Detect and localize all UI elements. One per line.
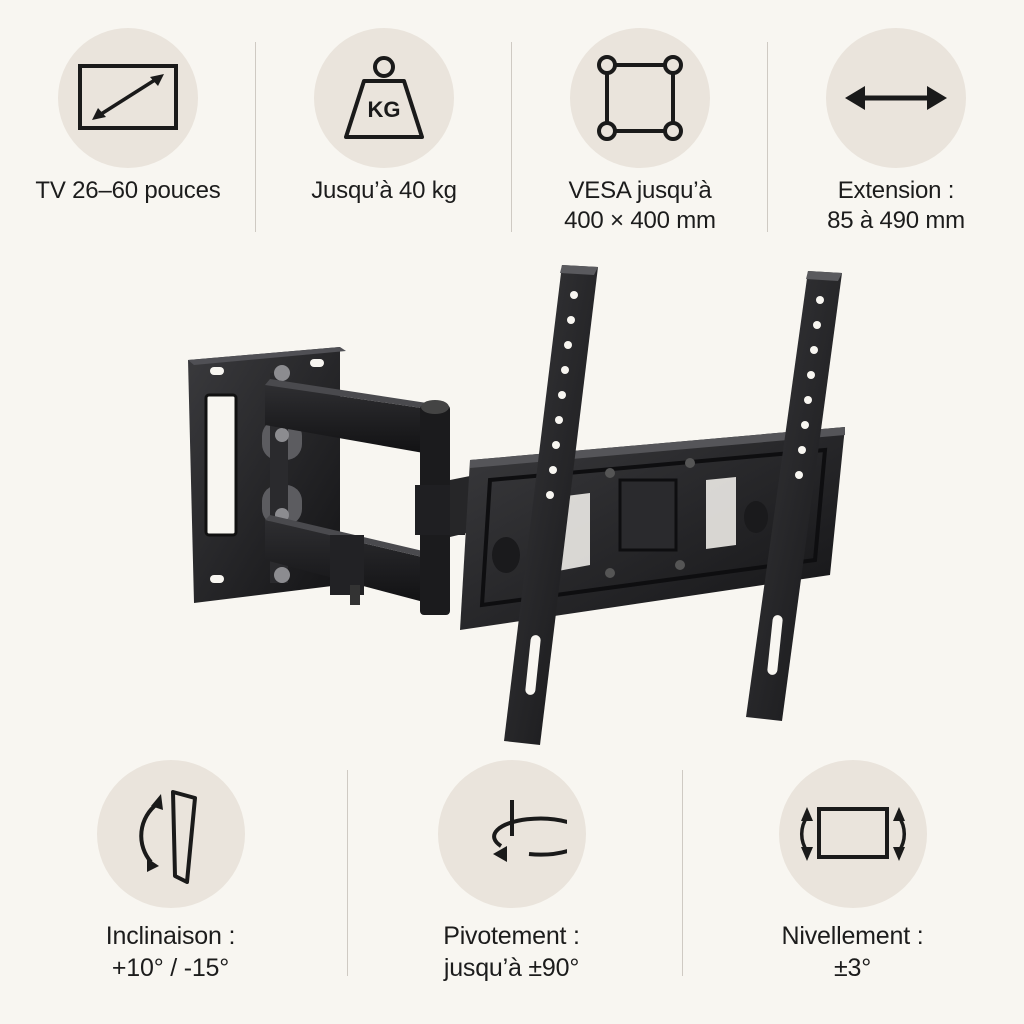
tv-wall-mount-image bbox=[170, 255, 870, 755]
extension-arrow-icon bbox=[845, 86, 947, 110]
feature-label: Extension : 85 à 490 mm bbox=[827, 176, 965, 236]
feature-leveling: Nivellement : ±3° bbox=[682, 756, 1023, 996]
feature-line1: Nivellement : bbox=[781, 922, 924, 950]
feature-tv-size: TV 26–60 pouces bbox=[0, 28, 256, 248]
feature-weight: KG Jusqu’à 40 kg bbox=[255, 28, 512, 248]
column-divider bbox=[682, 770, 683, 976]
weight-kg-text: KG bbox=[368, 97, 401, 122]
feature-line2: 85 à 490 mm bbox=[827, 207, 965, 234]
feature-vesa: VESA jusqu’à 400 × 400 mm bbox=[511, 28, 768, 248]
vesa-icon-circle bbox=[570, 28, 710, 168]
swivel-icon-circle bbox=[437, 760, 586, 908]
features-bottom-row: Inclinaison : +10° / -15° Pivotement : j… bbox=[0, 756, 1024, 996]
feature-line2: 400 × 400 mm bbox=[564, 207, 716, 234]
left-vertical-bracket bbox=[504, 265, 598, 745]
feature-tilt: Inclinaison : +10° / -15° bbox=[0, 756, 341, 996]
features-top-row: TV 26–60 pouces KG Jusqu’à 40 kg bbox=[0, 28, 1024, 248]
weight-kg-icon: KG bbox=[344, 56, 424, 139]
column-divider bbox=[511, 42, 512, 232]
tv-size-icon bbox=[78, 64, 178, 130]
feature-line1: Pivotement : bbox=[443, 922, 580, 950]
weight-icon-circle: KG bbox=[314, 28, 454, 168]
feature-line2: +10° / -15° bbox=[111, 954, 230, 982]
column-divider bbox=[767, 42, 768, 232]
feature-label: Inclinaison : +10° / -15° bbox=[105, 920, 236, 984]
feature-label: Jusqu’à 40 kg bbox=[311, 176, 457, 206]
tv-size-icon-circle bbox=[58, 28, 198, 168]
extension-icon-circle bbox=[826, 28, 966, 168]
feature-line1: Jusqu’à 40 kg bbox=[311, 177, 457, 204]
feature-swivel: Pivotement : jusqu’à ±90° bbox=[341, 756, 682, 996]
feature-line2: ±3° bbox=[833, 954, 872, 982]
tilt-icon-circle bbox=[96, 760, 245, 908]
feature-label: Pivotement : jusqu’à ±90° bbox=[443, 920, 580, 984]
column-divider bbox=[255, 42, 256, 232]
feature-line2: jusqu’à ±90° bbox=[443, 954, 580, 982]
tilt-icon bbox=[138, 790, 197, 884]
swivel-icon bbox=[491, 800, 567, 862]
feature-extension: Extension : 85 à 490 mm bbox=[767, 28, 1024, 248]
leveling-icon-circle bbox=[778, 760, 927, 908]
feature-line1: Extension : bbox=[837, 177, 955, 204]
leveling-icon bbox=[799, 807, 906, 861]
feature-label: VESA jusqu’à 400 × 400 mm bbox=[564, 176, 716, 236]
feature-line1: TV 26–60 pouces bbox=[35, 177, 221, 204]
vesa-pattern-icon bbox=[597, 55, 683, 141]
feature-line1: Inclinaison : bbox=[105, 922, 236, 950]
column-divider bbox=[347, 770, 348, 976]
right-vertical-bracket bbox=[746, 271, 842, 721]
feature-label: Nivellement : ±3° bbox=[782, 920, 924, 984]
feature-label: TV 26–60 pouces bbox=[35, 176, 220, 206]
feature-line1: VESA jusqu’à bbox=[568, 177, 712, 204]
